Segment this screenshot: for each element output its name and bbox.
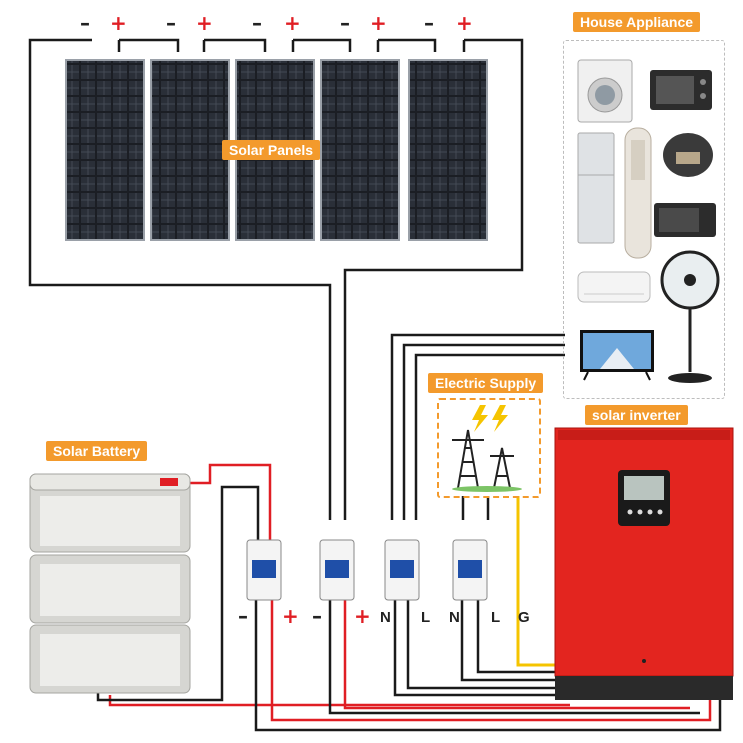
solar-inverter [554,427,734,700]
grid-breaker-neutral: N [449,609,460,626]
battery-icon [29,624,191,694]
grid-wiring [461,496,558,667]
rice-cooker-icon [663,133,713,177]
breaker-icon [452,539,488,601]
solar-panel-4 [320,59,400,241]
wall-ac-icon [577,271,651,303]
panel-2-minus: – [166,11,176,35]
appliance-group-box [563,40,725,399]
refrigerator-icon [577,132,615,244]
solar-panel-1 [65,59,145,241]
panel-5-minus: – [424,11,434,35]
grid-breaker-live: L [491,609,501,626]
electric-supply-icons [452,405,522,492]
panel-5-plus: + [456,11,473,35]
solar-battery-label: Solar Battery [46,441,148,461]
battery-wiring [96,463,570,707]
pv-breaker-plus: + [354,604,371,628]
appliance-breaker-live: L [421,609,431,626]
battery-icon [29,473,191,553]
pv-negative-wire [28,38,332,520]
electric-supply-box [437,398,541,498]
lcd-display-icon [618,470,670,526]
solar-panels-label: Solar Panels [222,140,321,160]
appliance-breaker-neutral: N [380,609,391,626]
electric-supply-label: Electric Supply [428,373,544,393]
washing-machine-icon [577,59,633,123]
pv-positive-wire [343,38,524,520]
panel-1-plus: + [110,11,127,35]
battery-breaker-plus: + [282,604,299,628]
battery-breaker-minus: – [238,604,248,628]
solar-panel-2 [150,59,230,241]
breaker-icon [319,539,355,601]
panel-2-plus: + [196,11,213,35]
panel-3-plus: + [284,11,301,35]
oven-icon [650,70,712,110]
microwave-icon [654,203,716,237]
breaker-to-inverter-wiring [254,600,722,732]
solar-inverter-label: solar inverter [585,405,688,425]
panel-wiring [28,38,524,520]
panel-1-minus: – [80,11,90,35]
transmission-tower-icon [452,429,514,489]
breaker-icon [384,539,420,601]
battery-icon [29,554,191,624]
panel-4-minus: – [340,11,350,35]
air-conditioner-tower-icon [624,127,652,259]
tv-icon [580,330,654,381]
lightning-icon [472,405,508,432]
ground-wire [516,496,558,667]
fan-icon [660,250,720,383]
solar-panel-5 [408,59,488,241]
panel-3-minus: – [252,11,262,35]
breaker-icon [246,539,282,601]
breakers [246,539,488,601]
pv-breaker-minus: – [312,604,322,628]
appliance-neutral-wire [390,333,565,520]
grid-ground: G [518,609,530,626]
house-appliance-label: House Appliance [573,12,701,32]
appliances [577,59,720,383]
battery-bank [29,473,191,694]
panel-4-plus: + [370,11,387,35]
appliance-wiring [390,333,565,520]
